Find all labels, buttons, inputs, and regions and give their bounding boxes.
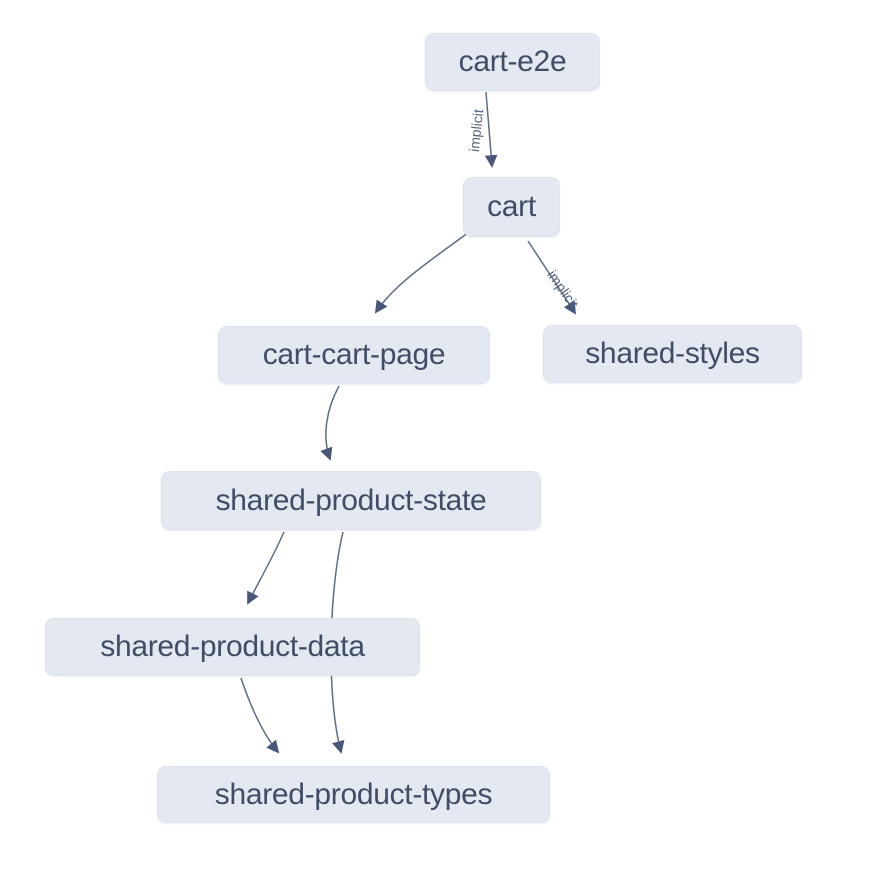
node-label: cart — [487, 190, 536, 223]
node-label: shared-styles — [585, 337, 760, 370]
edge-label-implicit-cart-e2e-cart: implicit — [466, 108, 486, 152]
edge-cart-cart-page-to-shared-product-state — [320, 385, 340, 461]
edge-cart-e2e-to-cart — [484, 91, 498, 168]
node-cart-cart-page[interactable]: cart-cart-page — [218, 326, 490, 384]
edge-cart-to-shared-styles — [527, 240, 577, 315]
node-label: shared-product-state — [215, 483, 487, 517]
node-label: shared-product-types — [214, 777, 493, 811]
edge-cart-to-cart-cart-page — [374, 231, 470, 314]
node-shared-styles[interactable]: shared-styles — [543, 325, 802, 383]
node-shared-product-data[interactable]: shared-product-data — [45, 618, 420, 676]
node-shared-product-state[interactable]: shared-product-state — [161, 471, 541, 530]
node-cart[interactable]: cart — [463, 177, 560, 237]
edge-shared-product-state-to-shared-product-data — [247, 531, 285, 605]
edge-label-implicit-cart-shared-styles: implicit — [544, 267, 582, 311]
node-label: shared-product-data — [100, 630, 365, 663]
node-cart-e2e[interactable]: cart-e2e — [425, 33, 600, 91]
node-label: cart-e2e — [458, 45, 567, 78]
node-shared-product-types[interactable]: shared-product-types — [157, 766, 550, 823]
node-label: cart-cart-page — [262, 338, 446, 371]
edge-shared-product-data-to-shared-product-types — [240, 677, 280, 754]
